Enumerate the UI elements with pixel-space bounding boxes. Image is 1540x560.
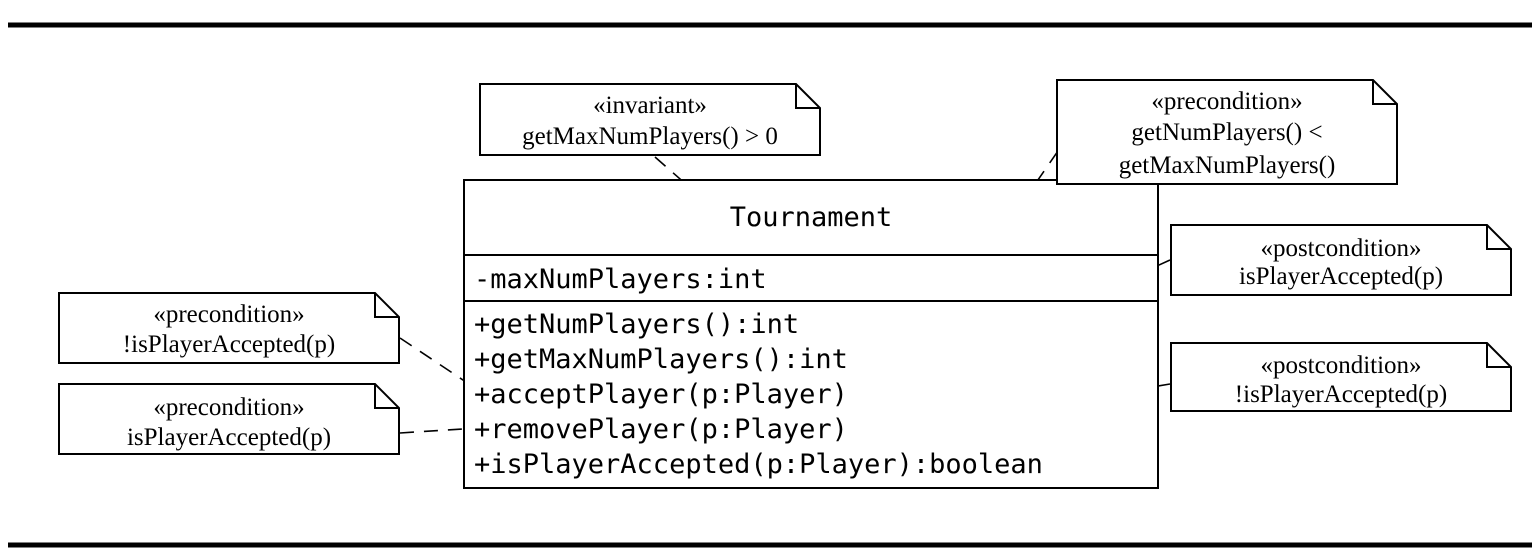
note-constraint: isPlayerAccepted(p) bbox=[127, 424, 331, 451]
operation-is-player-accepted: +isPlayerAccepted(p:Player):boolean bbox=[474, 449, 1043, 480]
note-accept-postcondition: «postcondition» isPlayerAccepted(p) bbox=[1170, 224, 1512, 296]
note-shape bbox=[58, 292, 400, 364]
operation-get-max-num-players: +getMaxNumPlayers():int bbox=[474, 344, 848, 375]
note-fold bbox=[795, 84, 820, 109]
note-remove-precondition: «precondition» isPlayerAccepted(p) bbox=[58, 383, 400, 455]
note-fold bbox=[374, 293, 399, 318]
note-constraint: !isPlayerAccepted(p) bbox=[123, 331, 335, 358]
note-shape bbox=[58, 383, 400, 455]
note-fold bbox=[374, 384, 399, 409]
note-invariant: «invariant» getMaxNumPlayers() > 0 bbox=[479, 83, 821, 156]
attribute-max-num-players: -maxNumPlayers:int bbox=[474, 264, 767, 295]
note-stereotype: «postcondition» bbox=[1260, 352, 1421, 379]
note-constraint: getMaxNumPlayers() > 0 bbox=[522, 123, 778, 150]
note-constraint: !isPlayerAccepted(p) bbox=[1235, 381, 1447, 408]
class-tournament: Tournament -maxNumPlayers:int +getNumPla… bbox=[463, 179, 1159, 489]
operation-remove-player: +removePlayer(p:Player) bbox=[474, 414, 848, 445]
note-constraint-line-1: getNumPlayers() < bbox=[1131, 119, 1322, 146]
note-fold bbox=[1372, 80, 1397, 105]
note-remove-postcondition: «postcondition» !isPlayerAccepted(p) bbox=[1170, 342, 1512, 412]
note-shape bbox=[1170, 342, 1512, 412]
operation-accept-player: +acceptPlayer(p:Player) bbox=[474, 379, 848, 410]
operation-get-num-players: +getNumPlayers():int bbox=[474, 309, 799, 340]
note-accept-precondition-left: «precondition» !isPlayerAccepted(p) bbox=[58, 292, 400, 364]
note-shape bbox=[1056, 79, 1398, 185]
note-stereotype: «precondition» bbox=[153, 394, 304, 421]
note-shape bbox=[479, 83, 821, 156]
class-box bbox=[463, 179, 1159, 489]
note-stereotype: «precondition» bbox=[1151, 88, 1302, 115]
note-fold bbox=[1486, 343, 1511, 368]
note-accept-precondition: «precondition» getNumPlayers() < getMaxN… bbox=[1056, 79, 1398, 185]
note-shape bbox=[1170, 224, 1512, 296]
note-stereotype: «precondition» bbox=[153, 301, 304, 328]
note-stereotype: «invariant» bbox=[593, 92, 707, 119]
anchor-remove-pre bbox=[399, 427, 479, 434]
note-constraint-line-2: getMaxNumPlayers() bbox=[1119, 152, 1336, 179]
note-constraint: isPlayerAccepted(p) bbox=[1239, 263, 1443, 290]
class-name: Tournament bbox=[730, 202, 893, 233]
note-stereotype: «postcondition» bbox=[1260, 235, 1421, 262]
note-fold bbox=[1486, 225, 1511, 250]
